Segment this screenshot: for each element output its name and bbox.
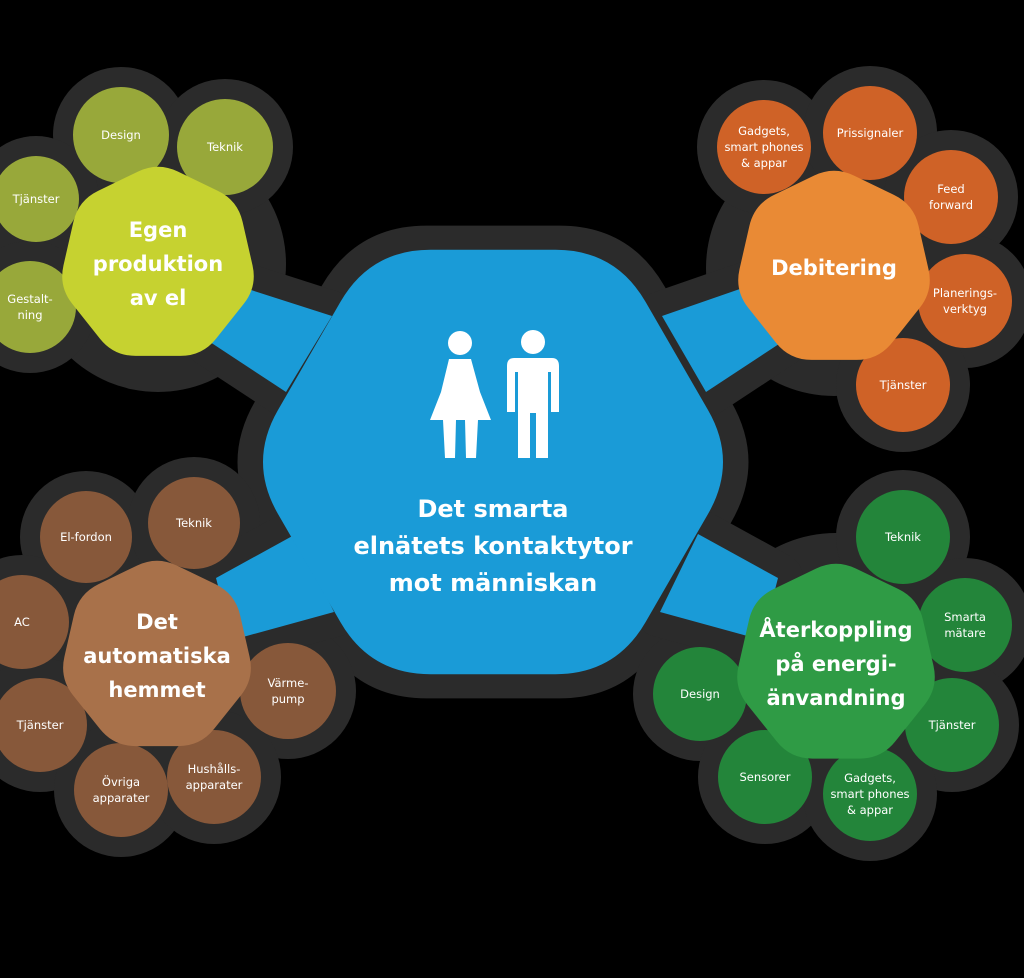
petal-circle [148,477,240,569]
petal-circle [240,643,336,739]
center-hexagon [263,249,723,675]
petal-circle [823,86,917,180]
petal-circle [905,678,999,772]
man-head [521,330,545,354]
petal-circle [0,261,76,353]
petal-circle [74,743,168,837]
petal-circle [653,647,747,741]
petal-circle [718,730,812,824]
petal-circle [904,150,998,244]
petal-circle [856,338,950,432]
woman-head [448,331,472,355]
petal-circle [0,575,69,669]
hub-debitering [738,170,930,360]
hub-aterkoppling [737,563,935,759]
man-body [507,358,559,458]
woman-body [430,359,491,458]
petal-circle [40,491,132,583]
petal-circle [918,254,1012,348]
hub-automatiska-hemmet [63,560,251,747]
petal-circle [0,678,87,772]
petal-circle [918,578,1012,672]
petal-circle [73,87,169,183]
connector-band [660,534,778,640]
petal-circle [856,490,950,584]
hub-egen-produktion [62,166,254,356]
petal-circle [177,99,273,195]
connector-band [210,282,332,392]
petal-circle [167,730,261,824]
connector-band [216,534,334,640]
people-icon [430,330,559,458]
petal-circle [0,156,79,242]
petal-circle [823,747,917,841]
petal-circle [717,100,811,194]
